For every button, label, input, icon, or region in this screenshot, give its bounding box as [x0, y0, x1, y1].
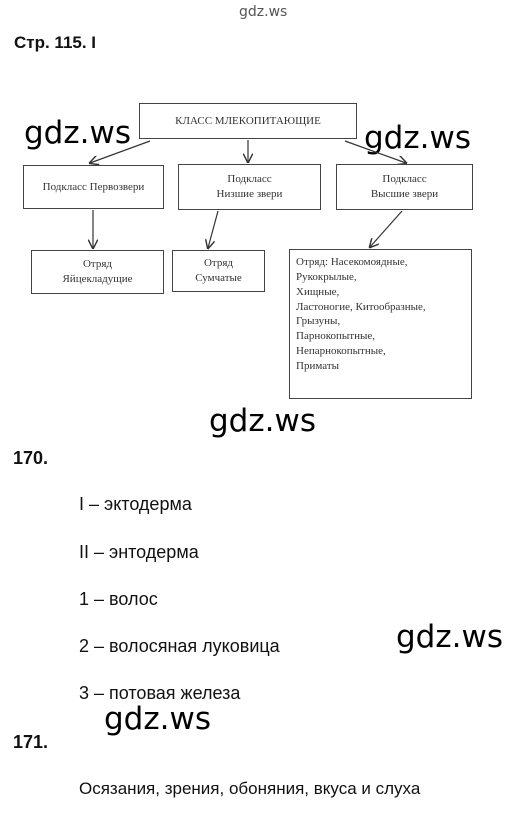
root-box: КЛАСС МЛЕКОПИТАЮЩИЕ: [139, 103, 357, 139]
arrow-root-subclass-1: [90, 140, 151, 163]
watermark-5: gdz.ws: [104, 701, 211, 737]
task-170-item: 1 – волос: [79, 589, 158, 609]
root-label: КЛАСС МЛЕКОПИТАЮЩИЕ: [175, 114, 321, 127]
order-3-line: Ластоногие, Китообразные,: [296, 300, 426, 313]
task-170-item: I – эктодерма: [79, 494, 192, 514]
subclass-3-line1: Подкласс: [382, 173, 427, 186]
order-box-3: Отряд: Насекомоядные, Рукокрылые, Хищные…: [289, 249, 472, 399]
watermark-top: gdz.ws: [239, 4, 288, 20]
subclass-box-3: Подкласс Высшие звери: [336, 164, 473, 210]
subclass-2-line1: Подкласс: [227, 173, 272, 186]
order-1-line1: Отряд: [82, 258, 113, 271]
arrow-subclass-3-order: [370, 210, 403, 247]
task-170-item: 2 – волосяная луковица: [79, 636, 280, 656]
subclass-3-line2: Высшие звери: [370, 188, 439, 200]
task-171-answer: Осязания, зрения, обоняния, вкуса и слух…: [79, 779, 421, 798]
subclass-2-line2: Низшие звери: [216, 188, 283, 200]
arrow-subclass-2-order: [208, 210, 219, 248]
watermark-4: gdz.ws: [396, 619, 503, 655]
watermark-2: gdz.ws: [364, 120, 471, 156]
order-3-line: Грызуны,: [296, 315, 341, 328]
order-2-line2: Сумчатые: [195, 272, 242, 284]
order-3-line: Рукокрылые,: [296, 270, 357, 283]
subclass-1-label: Подкласс Первозвери: [42, 180, 145, 193]
task-170-item: II – энтодерма: [79, 542, 199, 562]
watermark-3: gdz.ws: [209, 403, 316, 439]
arrow-root-subclass-3: [344, 140, 406, 163]
task-170-item: 3 – потовая железа: [79, 683, 241, 703]
task-171-number: 171.: [13, 732, 49, 752]
page-title: Стр. 115. I: [14, 33, 97, 52]
order-3-line: Непарнокопытные,: [296, 345, 386, 358]
watermark-1: gdz.ws: [24, 115, 131, 151]
order-3-line: Отряд: Насекомоядные,: [296, 256, 408, 268]
subclass-box-1: Подкласс Первозвери: [23, 165, 164, 209]
order-3-line: Парнокопытные,: [296, 330, 375, 343]
order-box-1: Отряд Яйцекладущие: [31, 250, 164, 294]
order-3-line: Хищные,: [296, 285, 340, 298]
order-1-line2: Яйцекладущие: [62, 273, 133, 285]
order-box-2: Отряд Сумчатые: [172, 250, 265, 292]
order-3-line: Приматы: [296, 359, 340, 372]
order-2-line1: Отряд: [203, 257, 234, 270]
subclass-box-2: Подкласс Низшие звери: [178, 164, 321, 210]
task-170-number: 170.: [13, 448, 49, 468]
